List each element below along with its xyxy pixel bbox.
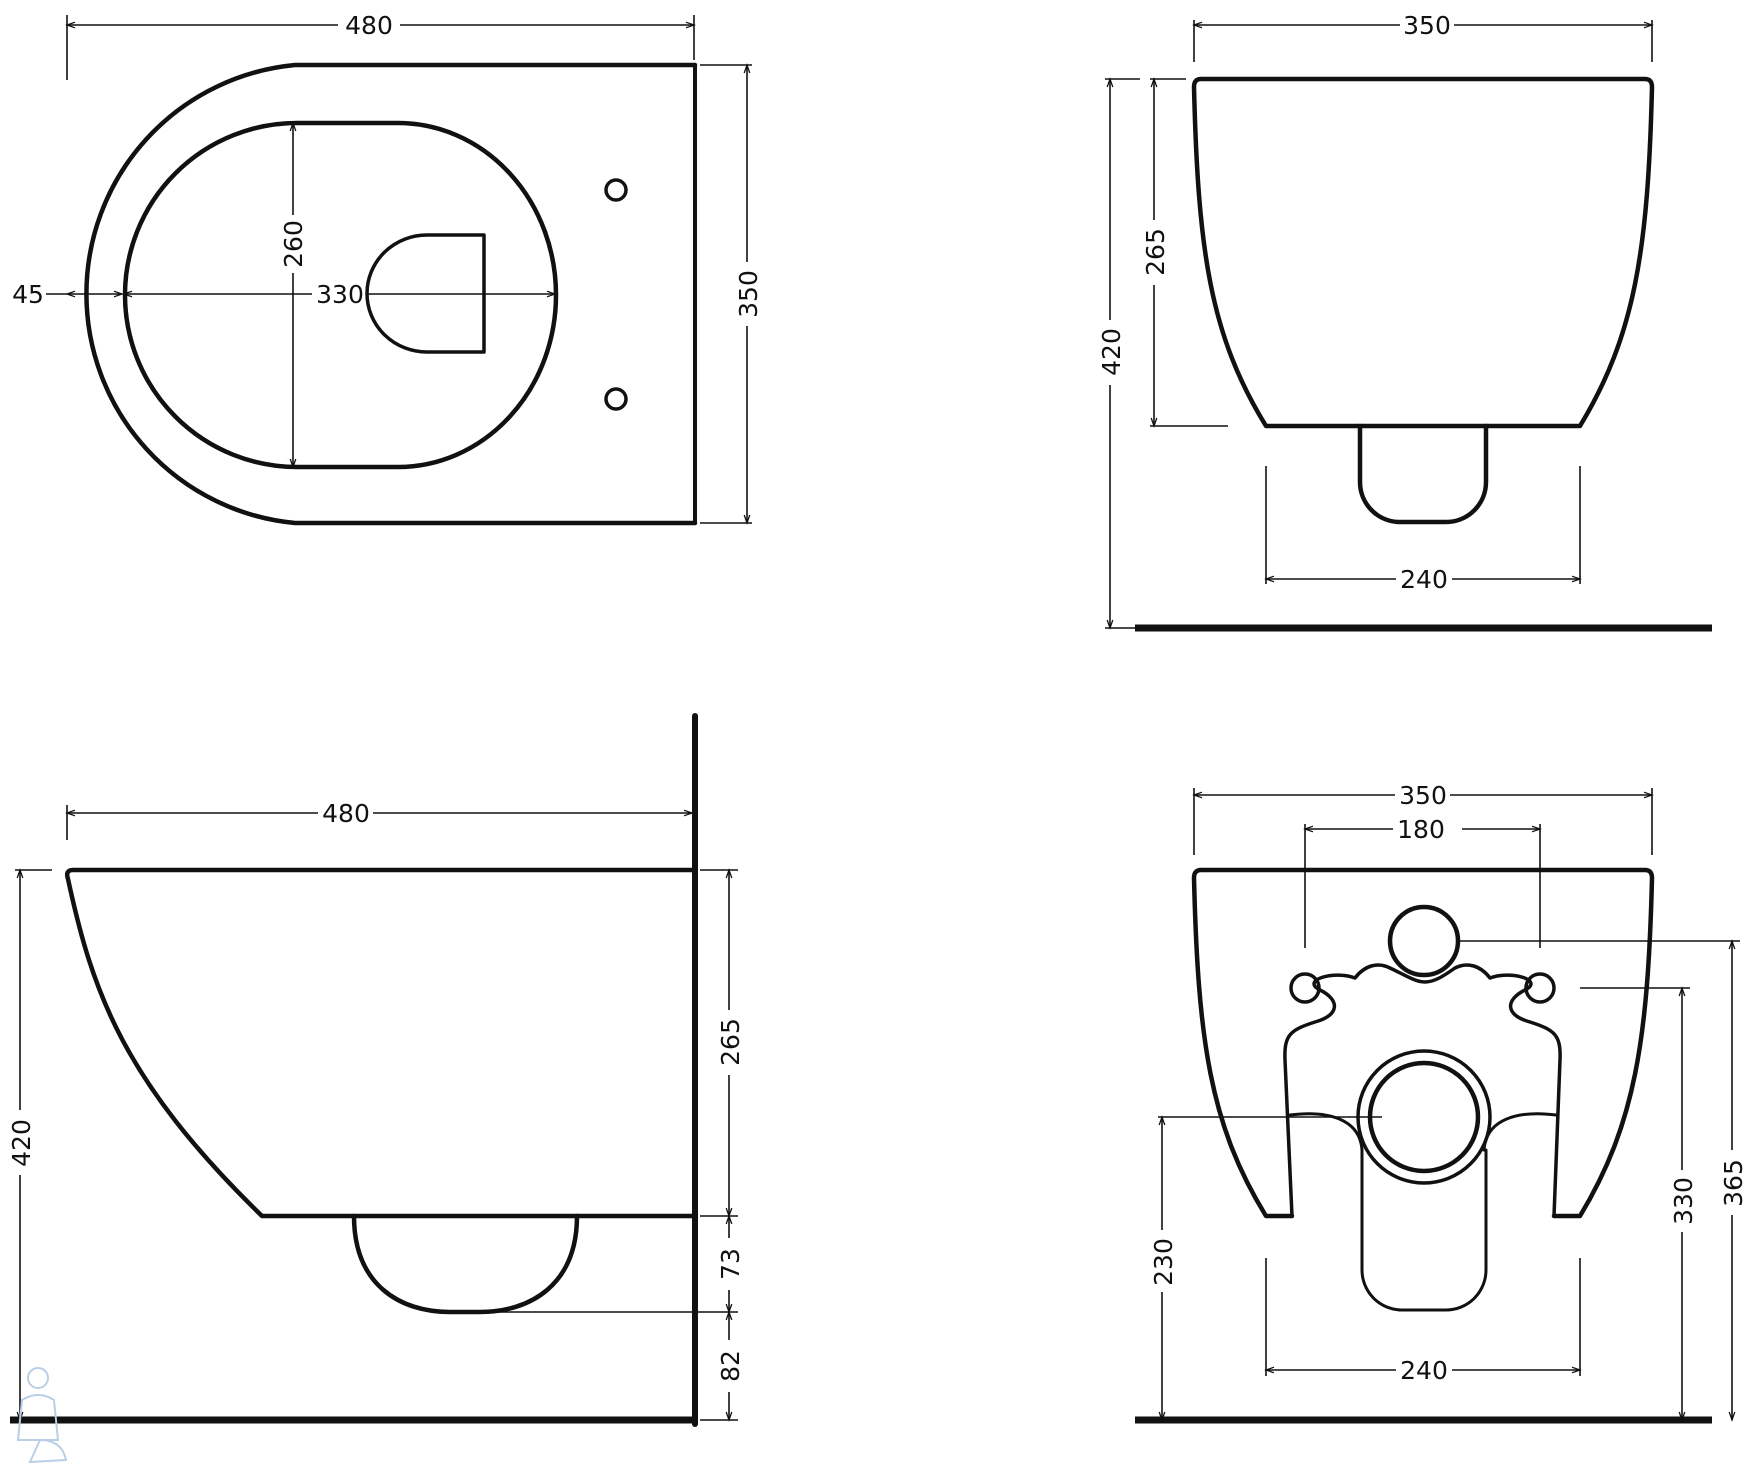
rear-view: 350 180 365 330 230 240 xyxy=(1135,781,1748,1424)
side-body-height-label: 265 xyxy=(716,1018,745,1066)
side-body-outline xyxy=(64,867,698,1219)
rear-bolt-hole xyxy=(1289,972,1321,1004)
side-outlet xyxy=(351,1213,580,1315)
top-bolt-hole xyxy=(604,178,628,202)
front-outlet xyxy=(1357,423,1489,525)
top-rim-label: 45 xyxy=(12,280,44,309)
top-bolt-hole xyxy=(604,387,628,411)
watermark-figure xyxy=(16,1367,68,1464)
rear-bolt-height-label: 330 xyxy=(1669,1177,1698,1225)
rear-wing-right xyxy=(1482,1112,1558,1152)
front-base-width-label: 240 xyxy=(1400,565,1448,594)
top-view: 480 350 260 330 45 xyxy=(12,11,763,526)
top-bowl-width-label: 260 xyxy=(279,220,308,268)
front-view: 350 265 420 240 xyxy=(1097,11,1712,632)
rear-outlet-pipe xyxy=(1360,1148,1488,1312)
rear-bolt-spacing-label: 180 xyxy=(1397,815,1445,844)
top-outlet-opening xyxy=(365,233,486,354)
top-bowl-length-label: 330 xyxy=(316,280,364,309)
rear-body-outline xyxy=(1191,867,1655,1219)
rear-cavity-outline xyxy=(1283,963,1562,1218)
rear-inlet-height-label: 365 xyxy=(1719,1159,1748,1207)
rear-base-width-label: 240 xyxy=(1400,1356,1448,1385)
side-total-height-label: 420 xyxy=(7,1119,36,1167)
rear-outlet-height-label: 230 xyxy=(1149,1238,1178,1286)
front-body-height-label: 265 xyxy=(1141,228,1170,276)
front-total-height-label: 420 xyxy=(1097,328,1126,376)
side-view: 480 420 265 73 82 xyxy=(7,713,745,1427)
front-body-outline xyxy=(1191,76,1655,429)
front-width-label: 350 xyxy=(1403,11,1451,40)
rear-inlet xyxy=(1387,904,1461,978)
rear-bolt-hole xyxy=(1524,972,1556,1004)
top-width-label: 480 xyxy=(345,11,393,40)
side-outlet-offset-label: 82 xyxy=(716,1350,745,1382)
top-depth-label: 350 xyxy=(734,270,763,318)
rear-wing-left xyxy=(1288,1112,1364,1152)
side-length-label: 480 xyxy=(322,799,370,828)
rear-width-label: 350 xyxy=(1399,781,1447,810)
top-bowl-outline xyxy=(122,120,559,470)
rear-outlet-inner-ring xyxy=(1367,1060,1481,1174)
side-outlet-height-label: 73 xyxy=(716,1248,745,1280)
